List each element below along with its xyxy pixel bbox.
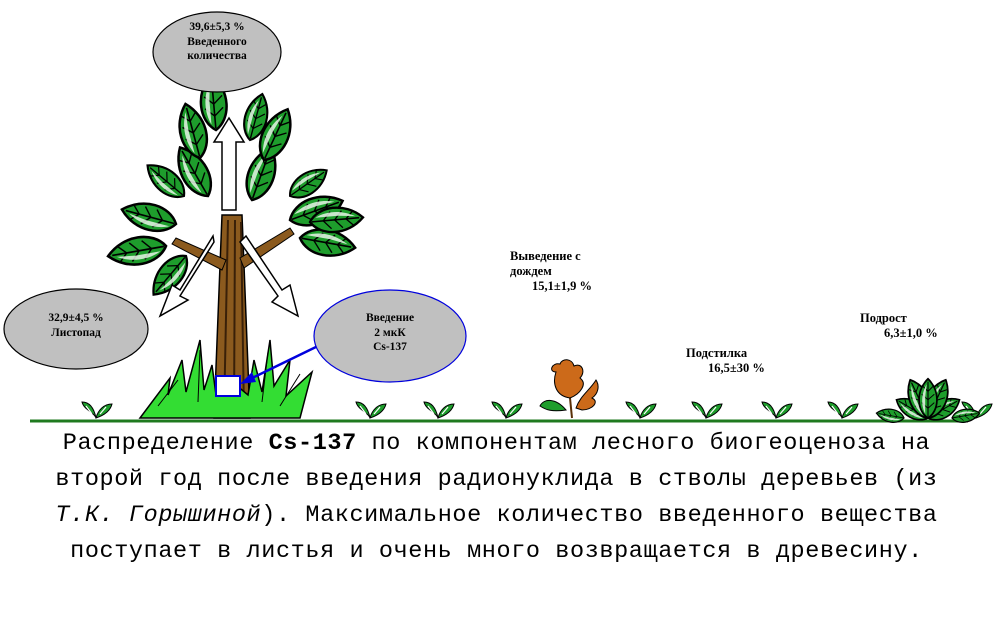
injection-line2: 2 мкК <box>374 326 406 339</box>
caption-isotope: Cs-137 <box>268 430 357 457</box>
caption-part3: по компонентам лесного биогеоценоза на в… <box>55 430 938 493</box>
oval-litterfall <box>3 288 149 370</box>
rain-removal-label: Выведение с дождем 15,1±1,9 % <box>510 249 592 294</box>
autumn-leaves-icon <box>539 359 599 419</box>
injection-site-icon <box>215 375 241 397</box>
leaves-percentage-label: 39,6±5,3 % Введенного количества <box>153 20 281 64</box>
leaves-line2: Введенного <box>187 35 247 48</box>
figure-caption: Распределение Cs-137 по компонентам лесн… <box>20 426 973 570</box>
litter-name: Подстилка <box>686 346 748 360</box>
litterfall-label: 32,9±4,5 % Листопад <box>4 311 148 340</box>
undergrowth-name: Подрост <box>860 311 907 325</box>
arrow-up-to-leaves <box>212 116 246 211</box>
rain-line2: дождем <box>510 264 552 278</box>
litterfall-value: 32,9±4,5 % <box>48 312 104 324</box>
litter-value: 16,5±30 % <box>708 361 765 375</box>
litterfall-name: Листопад <box>51 326 101 339</box>
undergrowth-value: 6,3±1,0 % <box>884 326 938 340</box>
caption-part5: ). Максимальное количество введенного ве… <box>70 502 938 565</box>
injection-line3: Cs-137 <box>373 341 407 353</box>
oval-leaves <box>152 11 282 93</box>
caption-part1: Распределение <box>62 430 269 457</box>
leaves-line3: количества <box>187 50 247 62</box>
arrow-to-litterfall <box>158 233 215 318</box>
caption-author: Т.К. Горышиной <box>55 502 262 529</box>
injection-label: Введение 2 мкК Cs-137 <box>314 311 466 355</box>
injection-line1: Введение <box>365 312 415 324</box>
undergrowth-bush <box>874 374 982 426</box>
leaves-value: 39,6±5,3 % <box>189 21 245 33</box>
rain-value: 15,1±1,9 % <box>532 279 592 293</box>
oval-injection <box>313 289 467 383</box>
litter-label: Подстилка 16,5±30 % <box>686 346 765 376</box>
rain-line1: Выведение с <box>510 249 581 263</box>
arrow-to-litter <box>239 234 300 318</box>
undergrowth-label: Подрост 6,3±1,0 % <box>860 311 938 341</box>
injection-arrow <box>240 344 319 384</box>
